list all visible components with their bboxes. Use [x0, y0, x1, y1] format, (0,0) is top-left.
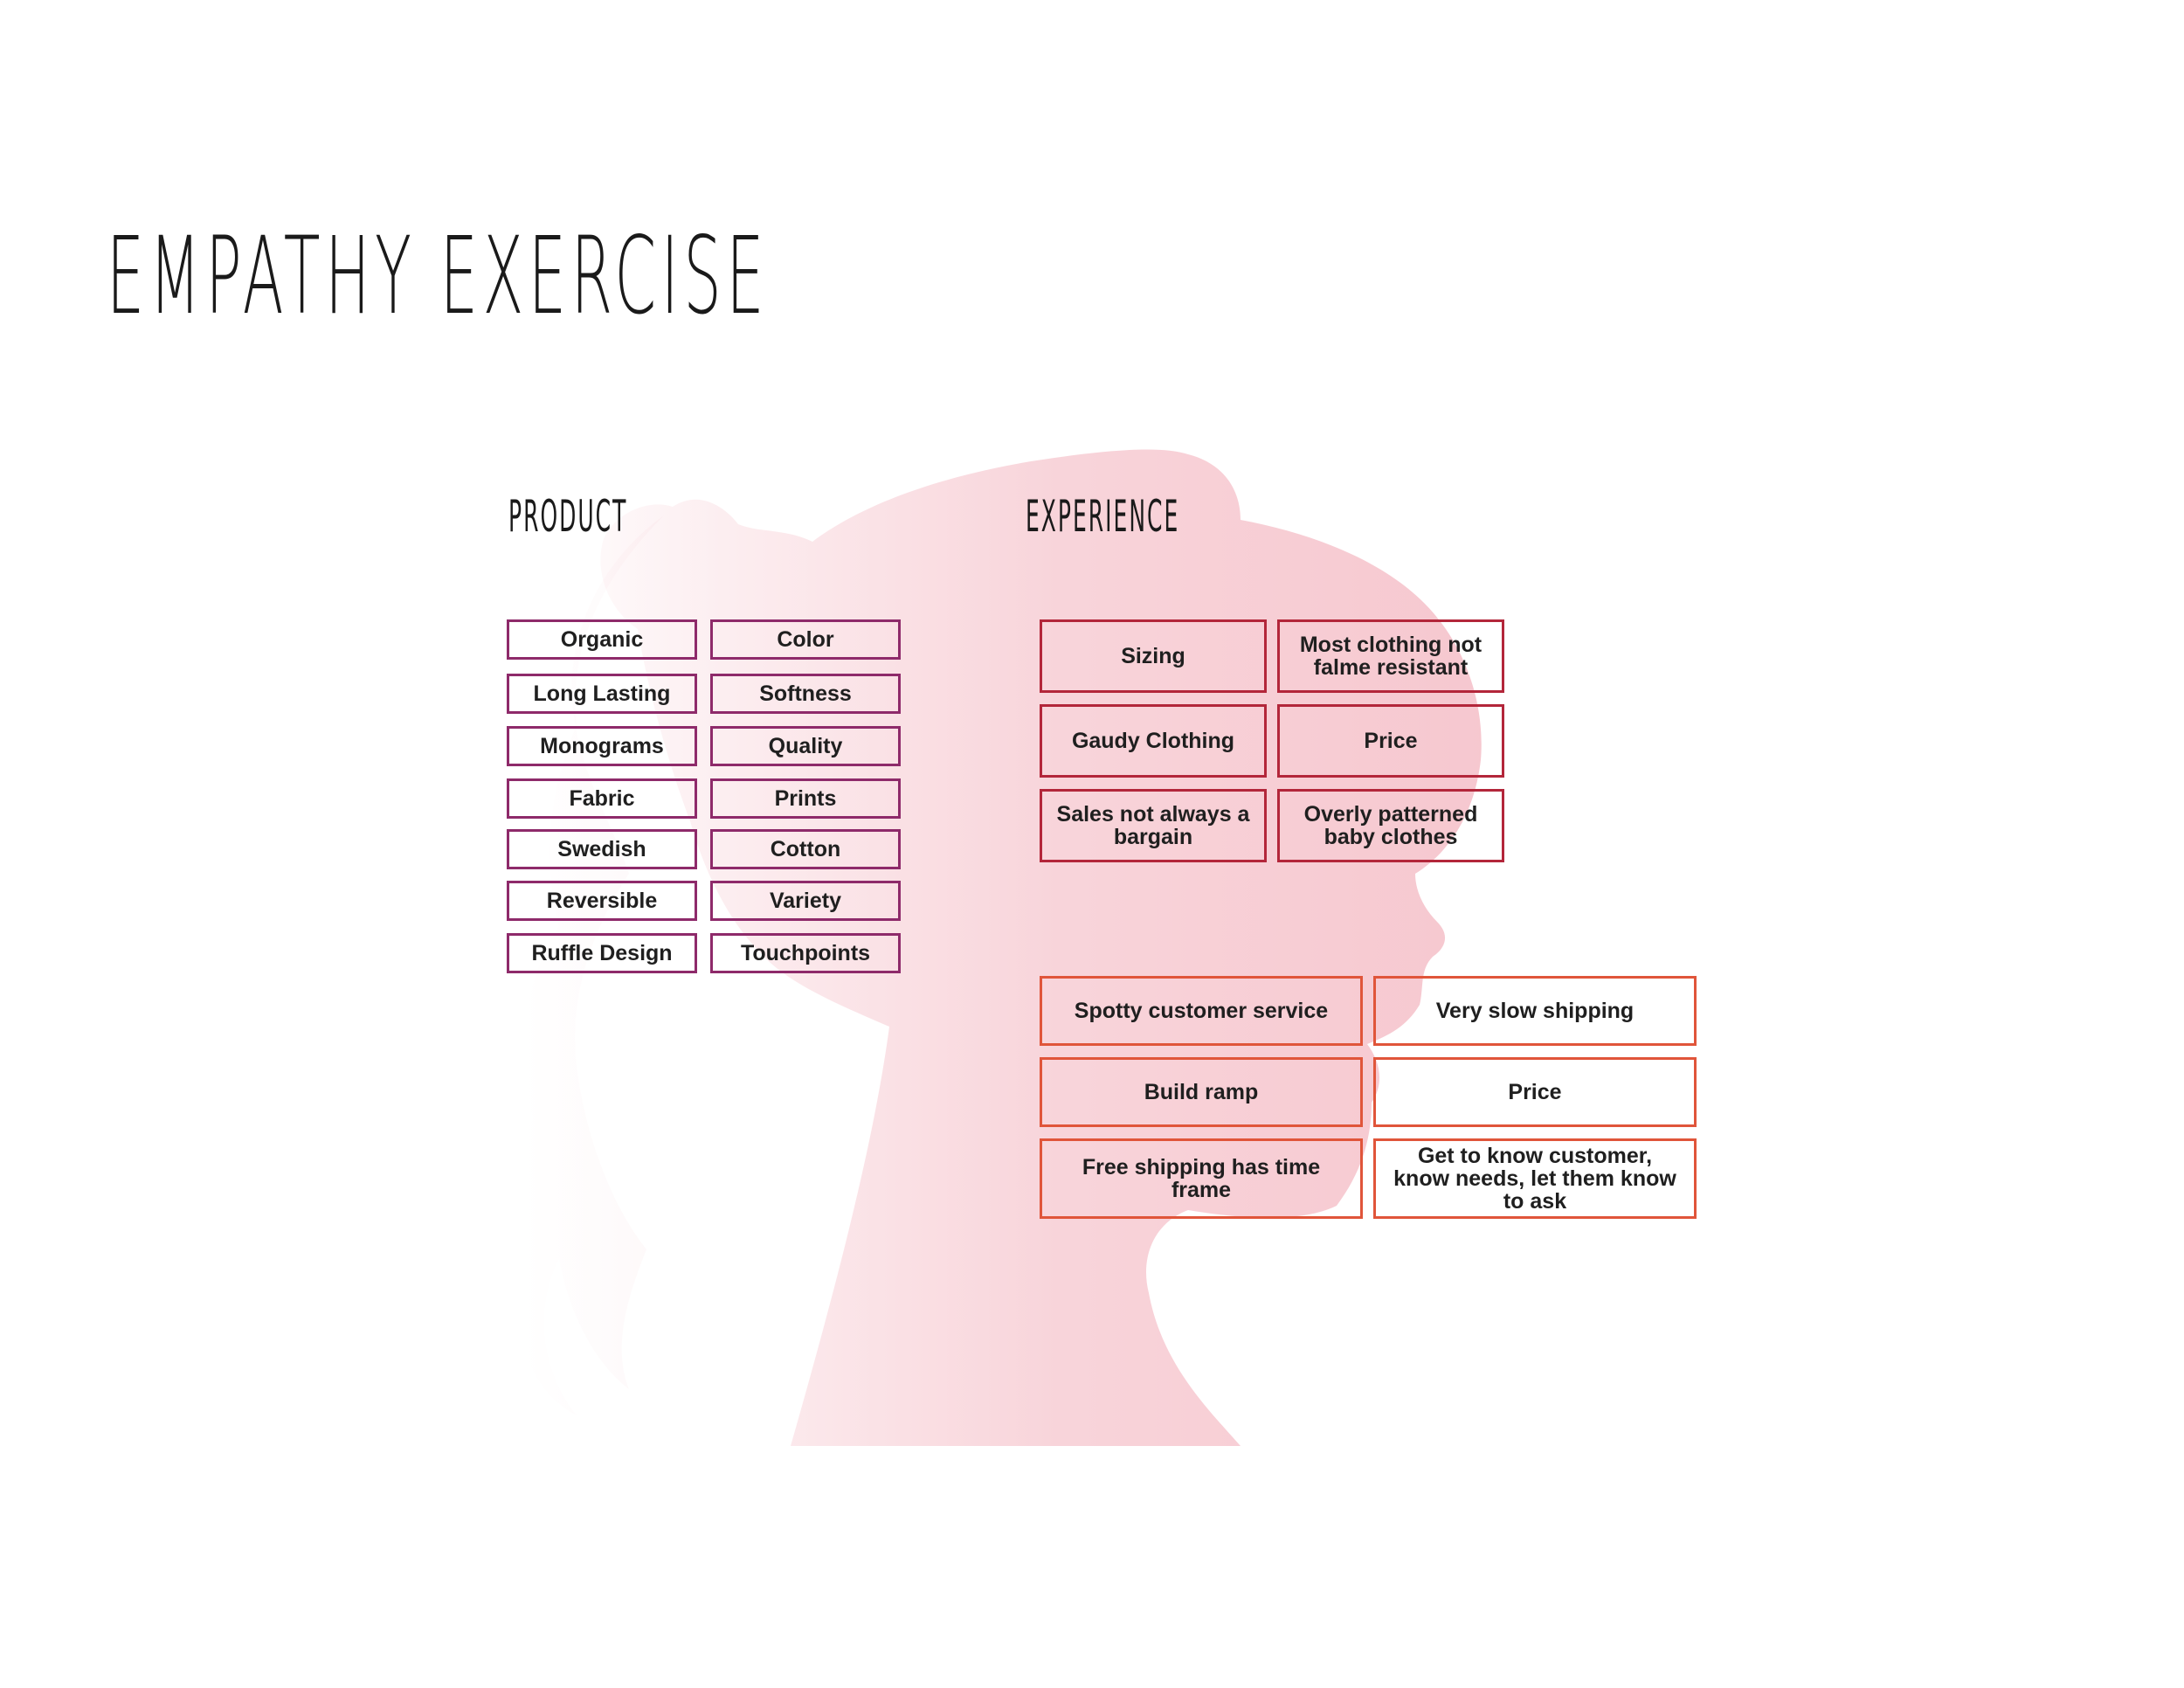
experience-heading: EXPERIENCE: [1026, 491, 1180, 542]
page-title: EMPATHY EXERCISE: [107, 214, 770, 338]
product-tag: Color: [710, 619, 901, 660]
hair-strands: [502, 515, 664, 1415]
product-tag: Cotton: [710, 829, 901, 869]
product-tag: Monograms: [507, 726, 697, 766]
experience-positive-tag: Very slow shipping: [1373, 976, 1697, 1046]
product-tag: Swedish: [507, 829, 697, 869]
experience-negative-tag: Gaudy Clothing: [1040, 704, 1267, 778]
product-tag: Ruffle Design: [507, 933, 697, 973]
product-tag: Fabric: [507, 778, 697, 819]
experience-positive-tag: Build ramp: [1040, 1057, 1363, 1127]
product-tag: Long Lasting: [507, 674, 697, 714]
product-tag: Reversible: [507, 881, 697, 921]
product-tag: Softness: [710, 674, 901, 714]
product-heading: PRODUCT: [508, 491, 628, 542]
experience-negative-tag: Sales not always a bargain: [1040, 789, 1267, 862]
product-tag: Organic: [507, 619, 697, 660]
product-tag: Quality: [710, 726, 901, 766]
experience-positive-tag: Free shipping has time frame: [1040, 1138, 1363, 1219]
experience-negative-tag: Sizing: [1040, 619, 1267, 693]
experience-positive-tag: Spotty customer service: [1040, 976, 1363, 1046]
product-tag: Variety: [710, 881, 901, 921]
head-shape: [600, 449, 1482, 1446]
experience-positive-tag: Get to know customer, know needs, let th…: [1373, 1138, 1697, 1219]
experience-positive-tag: Price: [1373, 1057, 1697, 1127]
experience-negative-tag: Overly patterned baby clothes: [1277, 789, 1504, 862]
product-tag: Touchpoints: [710, 933, 901, 973]
experience-negative-tag: Most clothing not falme resistant: [1277, 619, 1504, 693]
experience-negative-tag: Price: [1277, 704, 1504, 778]
product-tag: Prints: [710, 778, 901, 819]
